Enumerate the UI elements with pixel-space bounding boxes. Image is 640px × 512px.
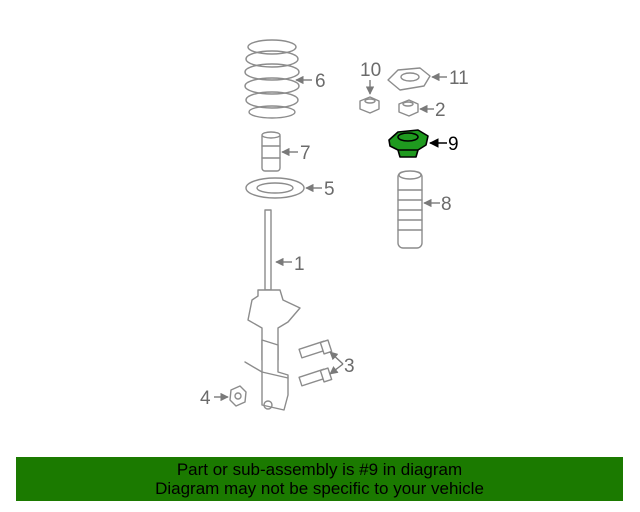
strut-part-1[interactable] — [244, 209, 301, 411]
strut-mount-part-9[interactable] — [388, 129, 429, 158]
coil-spring-part-6[interactable] — [244, 39, 300, 119]
bolt-part-3[interactable] — [298, 339, 333, 387]
spring-seat-part-5[interactable] — [245, 177, 305, 199]
banner-line-2: Diagram may not be specific to your vehi… — [155, 479, 484, 498]
callout-4: 4 — [200, 388, 211, 409]
callout-5: 5 — [324, 179, 335, 200]
dust-boot-part-8[interactable] — [397, 170, 423, 249]
callout-10: 10 — [360, 60, 381, 81]
nut-part-2[interactable] — [398, 99, 419, 117]
callout-6: 6 — [315, 71, 326, 92]
mount-plate-part-11[interactable] — [387, 67, 431, 91]
bump-stop-part-7[interactable] — [261, 131, 281, 172]
callout-11: 11 — [449, 68, 469, 89]
callout-9: 9 — [448, 134, 459, 155]
nut-part-10[interactable] — [359, 96, 380, 114]
callout-2: 2 — [435, 100, 446, 121]
callout-3: 3 — [344, 356, 355, 377]
parts-diagram: 6 7 5 1 3 4 — [200, 39, 469, 411]
info-banner: Part or sub-assembly is #9 in diagram Di… — [16, 457, 623, 501]
callout-7: 7 — [300, 143, 311, 164]
callout-1: 1 — [294, 254, 305, 275]
banner-line-1: Part or sub-assembly is #9 in diagram — [176, 460, 463, 479]
callout-8: 8 — [441, 194, 452, 215]
nut-part-4[interactable] — [229, 385, 247, 407]
